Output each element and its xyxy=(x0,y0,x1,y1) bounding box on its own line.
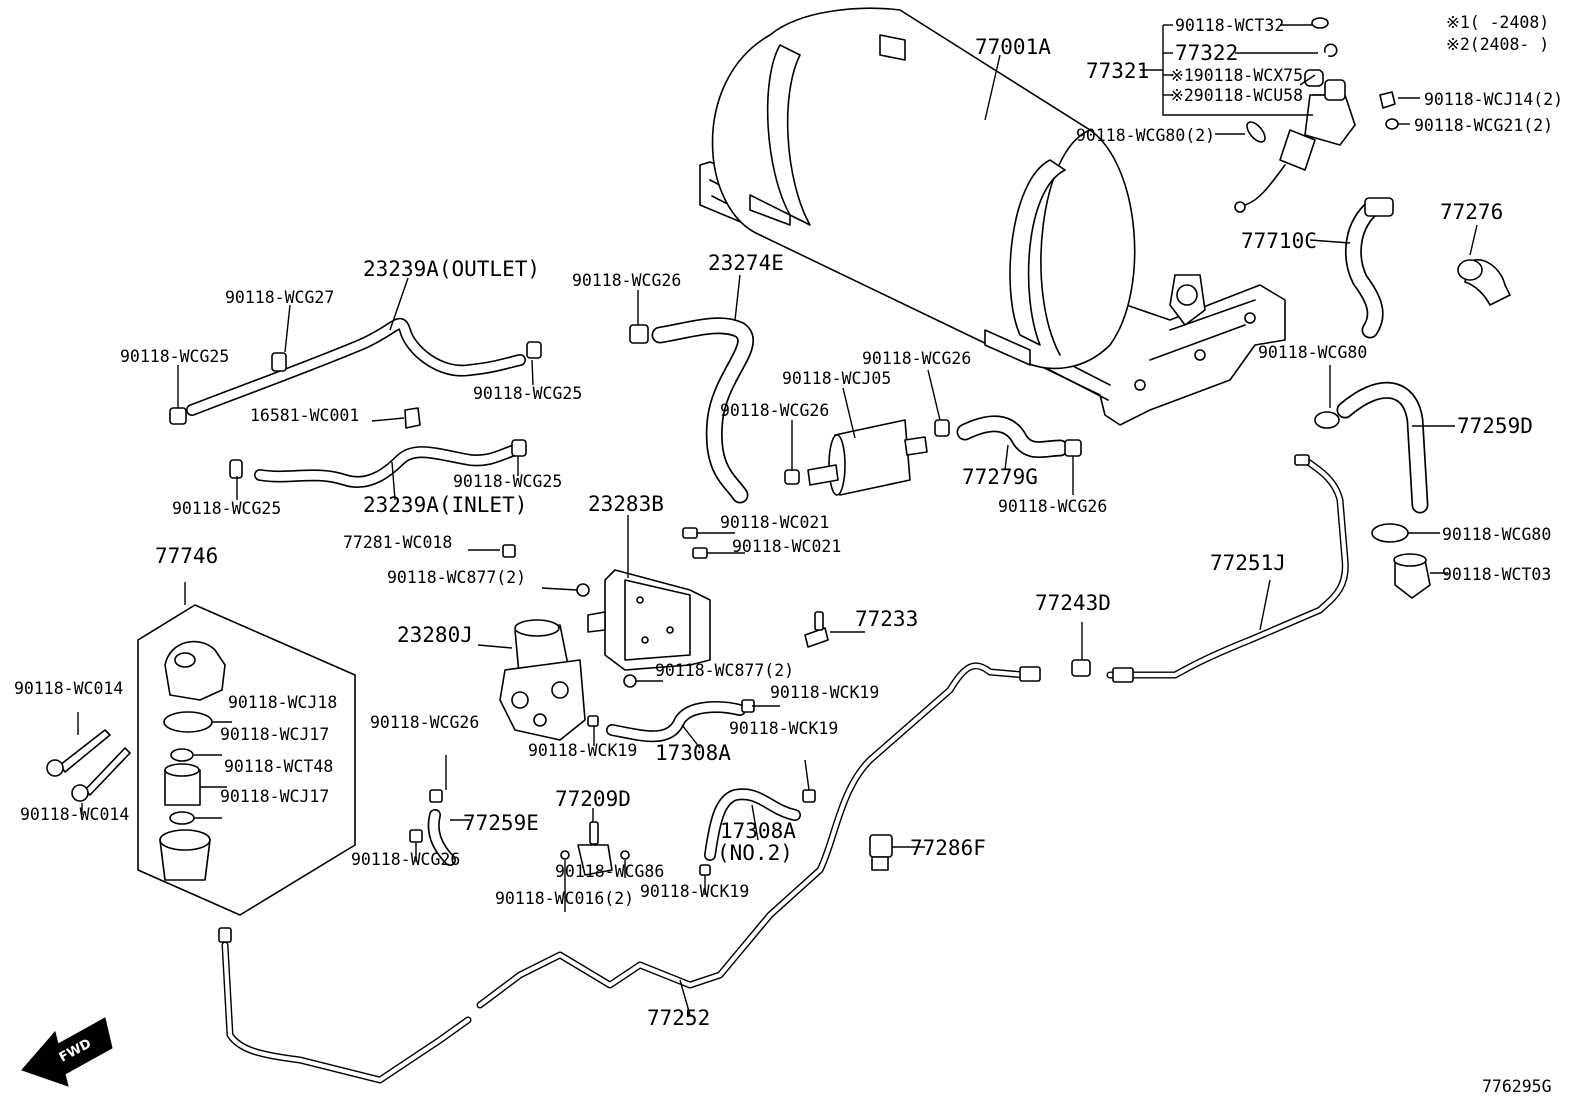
label-wcg25-b[interactable]: 90118-WCG25 xyxy=(473,384,582,403)
label-wc001[interactable]: 16581-WC001 xyxy=(250,406,359,425)
label-17308a[interactable]: 17308A xyxy=(655,741,731,765)
sensor-77209d[interactable] xyxy=(560,821,630,876)
pipe-77251j[interactable] xyxy=(1106,454,1349,683)
label-wcg25-a[interactable]: 90118-WCG25 xyxy=(120,347,229,366)
bracket-23283b[interactable] xyxy=(502,527,711,688)
hose-17308a[interactable] xyxy=(606,699,755,743)
label-77259d[interactable]: 77259D xyxy=(1457,414,1533,438)
label-wcg26-d[interactable]: 90118-WCG26 xyxy=(998,497,1107,516)
label-77251j[interactable]: 77251J xyxy=(1210,551,1286,575)
label-23274e[interactable]: 23274E xyxy=(708,251,784,275)
connector-77233[interactable] xyxy=(804,611,829,648)
label-wck19-d[interactable]: 90118-WCK19 xyxy=(640,882,749,901)
label-77321[interactable]: 77321 xyxy=(1086,59,1149,83)
label-wc877-a[interactable]: 90118-WC877(2) xyxy=(387,568,526,587)
hose-77279g[interactable] xyxy=(956,415,1082,459)
label-wc021-a[interactable]: 90118-WC021 xyxy=(720,513,829,532)
label-wcg27[interactable]: 90118-WCG27 xyxy=(225,288,334,307)
fwd-arrow-icon: FWD xyxy=(21,1017,113,1087)
label-wcg80-2[interactable]: 90118-WCG80(2) xyxy=(1076,126,1215,145)
leader-lines xyxy=(77,24,1478,1016)
hose-23274e[interactable] xyxy=(629,317,754,504)
valve-23280j[interactable] xyxy=(499,619,599,741)
pipe-77252[interactable] xyxy=(218,662,1041,1084)
label-77322[interactable]: 77322 xyxy=(1175,41,1238,65)
label-23283b[interactable]: 23283B xyxy=(588,492,664,516)
label-wcg26-b[interactable]: 90118-WCG26 xyxy=(862,349,971,368)
label-wct48[interactable]: 90118-WCT48 xyxy=(224,757,333,776)
label-wcj17-a[interactable]: 90118-WCJ17 xyxy=(220,725,329,744)
bolts-wc014[interactable] xyxy=(46,729,131,802)
label-no2[interactable]: (NO.2) xyxy=(717,841,793,865)
label-wcg25-c[interactable]: 90118-WCG25 xyxy=(453,472,562,491)
label-wc877-b[interactable]: 90118-WC877(2) xyxy=(655,661,794,680)
label-wcg25-d[interactable]: 90118-WCG25 xyxy=(172,499,281,518)
hose-77710c[interactable] xyxy=(1344,197,1394,339)
label-77209d[interactable]: 77209D xyxy=(555,787,631,811)
plug-wct03[interactable] xyxy=(1393,553,1431,599)
label-outlet[interactable]: 23239A(OUTLET) xyxy=(363,257,540,281)
filter-assembly-77746[interactable] xyxy=(137,604,356,916)
label-wcg26-f[interactable]: 90118-WCG26 xyxy=(351,850,460,869)
label-wck19-a[interactable]: 90118-WCK19 xyxy=(770,683,879,702)
part-labels: ※1( -2408) ※2(2408- ) 77001A 90118-WCT32… xyxy=(14,13,1563,1096)
inlet-hose[interactable] xyxy=(254,444,521,488)
fuel-tank[interactable] xyxy=(699,7,1286,426)
legend-note-2: ※2(2408- ) xyxy=(1446,35,1549,54)
label-wcg80-a[interactable]: 90118-WCG80 xyxy=(1258,343,1367,362)
hose-77259e[interactable] xyxy=(409,789,456,866)
union-77243d[interactable] xyxy=(1071,659,1091,677)
label-wck19-c[interactable]: 90118-WCK19 xyxy=(729,719,838,738)
label-17308a-no2[interactable]: 17308A xyxy=(720,819,796,843)
label-wcx75[interactable]: ※190118-WCX75 xyxy=(1170,66,1303,85)
label-23280j[interactable]: 23280J xyxy=(397,623,473,647)
outlet-hose[interactable] xyxy=(186,317,526,416)
clamp-wcg80[interactable] xyxy=(1371,523,1409,543)
label-wc018[interactable]: 77281-WC018 xyxy=(343,533,452,552)
label-77259e[interactable]: 77259E xyxy=(463,811,539,835)
label-wcj14[interactable]: 90118-WCJ14(2) xyxy=(1424,90,1563,109)
label-wc014-b[interactable]: 90118-WC014 xyxy=(20,805,129,824)
label-wcj18[interactable]: 90118-WCJ18 xyxy=(228,693,337,712)
label-77710c[interactable]: 77710C xyxy=(1241,229,1317,253)
label-77746[interactable]: 77746 xyxy=(155,544,218,568)
inline-filter[interactable] xyxy=(784,419,950,496)
label-wcj17-b[interactable]: 90118-WCJ17 xyxy=(220,787,329,806)
label-77233[interactable]: 77233 xyxy=(855,607,918,631)
sender-unit[interactable] xyxy=(1234,17,1399,213)
cap-77276[interactable] xyxy=(1457,259,1511,306)
label-77286f[interactable]: 77286F xyxy=(910,836,986,860)
label-inlet[interactable]: 23239A(INLET) xyxy=(363,493,527,517)
label-wcu58[interactable]: ※290118-WCU58 xyxy=(1170,86,1303,105)
label-wcg26-c[interactable]: 90118-WCG26 xyxy=(720,401,829,420)
label-77001a[interactable]: 77001A xyxy=(975,35,1051,59)
clamps-hoses-upper-left[interactable] xyxy=(169,341,542,479)
hose-77259d[interactable] xyxy=(1314,381,1429,514)
legend-note-1: ※1( -2408) xyxy=(1446,13,1549,32)
label-wc014-a[interactable]: 90118-WC014 xyxy=(14,679,123,698)
label-wct03[interactable]: 90118-WCT03 xyxy=(1442,565,1551,584)
label-wcg26-e[interactable]: 90118-WCG26 xyxy=(370,713,479,732)
label-wcg21[interactable]: 90118-WCG21(2) xyxy=(1414,116,1553,135)
diagram-id: 776295G xyxy=(1482,1077,1552,1096)
label-77276[interactable]: 77276 xyxy=(1440,200,1503,224)
label-wcg80-b[interactable]: 90118-WCG80 xyxy=(1442,525,1551,544)
label-wcg26-a[interactable]: 90118-WCG26 xyxy=(572,271,681,290)
label-wcj05[interactable]: 90118-WCJ05 xyxy=(782,369,891,388)
label-77252[interactable]: 77252 xyxy=(647,1006,710,1030)
label-77279g[interactable]: 77279G xyxy=(962,465,1038,489)
label-wck19-b[interactable]: 90118-WCK19 xyxy=(528,741,637,760)
label-wct32[interactable]: 90118-WCT32 xyxy=(1175,16,1284,35)
label-wcg86[interactable]: 90118-WCG86 xyxy=(555,862,664,881)
label-wc016[interactable]: 90118-WC016(2) xyxy=(495,889,634,908)
label-wc021-b[interactable]: 90118-WC021 xyxy=(732,537,841,556)
hose-17308a-no2[interactable] xyxy=(699,788,816,876)
label-77243d[interactable]: 77243D xyxy=(1035,591,1111,615)
fitting-77286f[interactable] xyxy=(869,834,893,871)
